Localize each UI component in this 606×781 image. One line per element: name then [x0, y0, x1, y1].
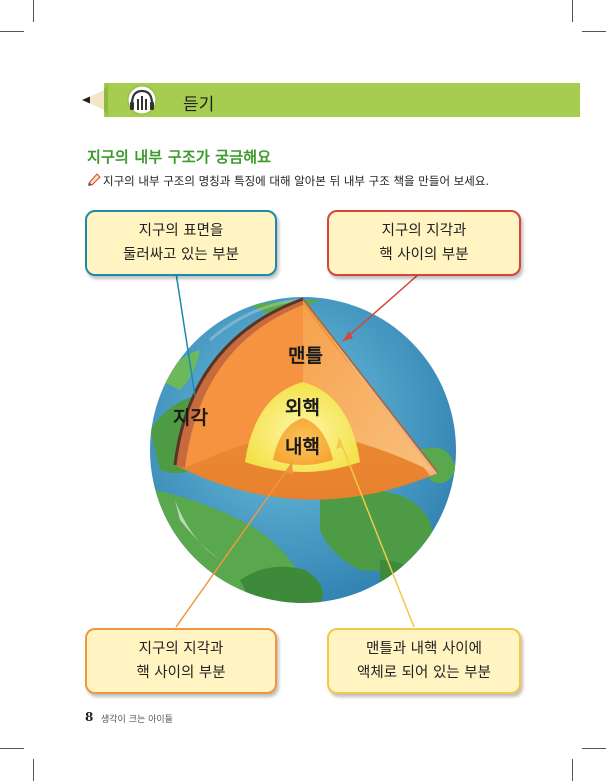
- pencil-icon: [82, 83, 132, 117]
- pencil-icon: [88, 173, 101, 186]
- label-outer-core: 외핵: [285, 397, 320, 419]
- crop-mark: [572, 759, 573, 781]
- crop-mark: [582, 31, 606, 32]
- page-title: 지구의 내부 구조가 궁금해요: [87, 148, 272, 166]
- crop-mark: [0, 748, 24, 749]
- callout-mantle-description: 지구의 지각과 핵 사이의 부분: [327, 210, 521, 276]
- callout-line: 지구의 지각과: [138, 641, 224, 657]
- crop-mark: [572, 0, 573, 22]
- crop-mark: [0, 31, 24, 32]
- pointer-line-outer-core: [338, 437, 415, 628]
- section-label: 듣기: [183, 95, 215, 115]
- page-number: 8: [85, 710, 94, 724]
- inner-core-layer: [273, 418, 333, 465]
- headphones-icon: [127, 85, 157, 115]
- callout-line: 둘러싸고 있는 부분: [123, 247, 239, 263]
- callout-line: 맨틀과 내핵 사이에: [366, 641, 482, 657]
- instruction-text: 지구의 내부 구조의 명칭과 특징에 대해 알아본 뒤 내부 구조 책을 만들어…: [103, 174, 490, 188]
- section-banner: [108, 83, 580, 117]
- pointer-line-crust: [175, 272, 196, 397]
- label-mantle: 맨틀: [288, 345, 323, 367]
- callout-inner-core-description: 지구의 지각과 핵 사이의 부분: [85, 628, 277, 694]
- callout-outer-core-description: 맨틀과 내핵 사이에 액체로 되어 있는 부분: [327, 628, 521, 694]
- crop-mark: [33, 759, 34, 781]
- callout-line: 핵 사이의 부분: [379, 247, 469, 263]
- callout-line: 지구의 표면을: [138, 223, 224, 239]
- callout-line: 액체로 되어 있는 부분: [357, 665, 491, 681]
- label-inner-core: 내핵: [285, 436, 320, 458]
- callout-line: 핵 사이의 부분: [136, 665, 226, 681]
- pointer-line-mantle: [342, 272, 421, 342]
- crop-mark: [582, 748, 606, 749]
- callout-crust-description: 지구의 표면을 둘러싸고 있는 부분: [85, 210, 277, 276]
- pointer-line-inner-core: [175, 462, 293, 628]
- callout-line: 지구의 지각과: [381, 223, 467, 239]
- crop-mark: [33, 0, 34, 22]
- book-title: 생각이 크는 아이들: [101, 715, 173, 725]
- label-crust: 지각: [173, 407, 208, 429]
